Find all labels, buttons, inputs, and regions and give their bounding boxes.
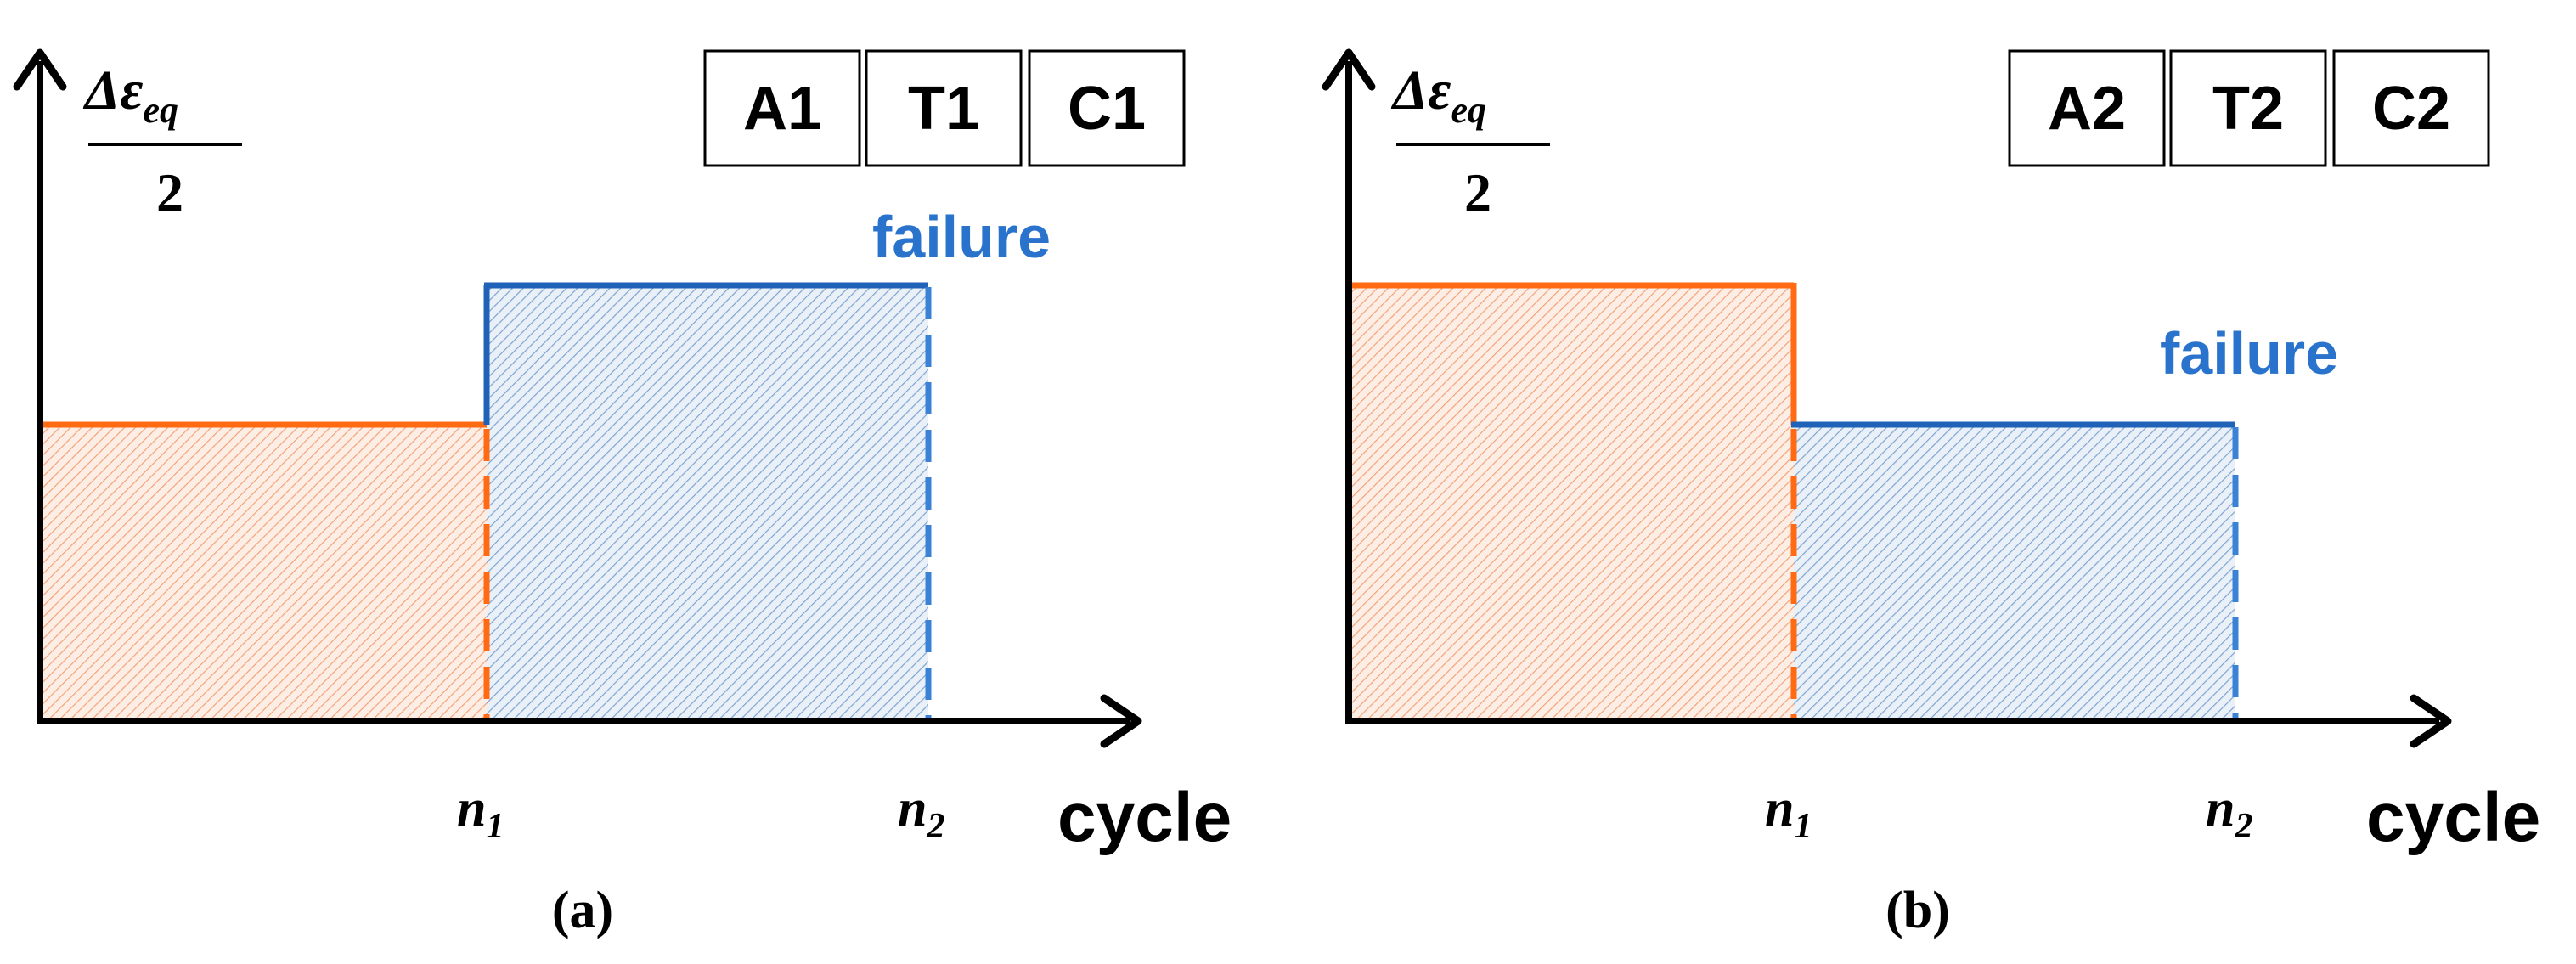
stage2-area xyxy=(1794,425,2235,721)
y-label-numerator: Δε xyxy=(82,59,143,121)
failure-label: failure xyxy=(2160,320,2338,386)
y-label-subscript: eq xyxy=(143,89,178,131)
x-axis-arrow xyxy=(1100,694,1142,748)
y-axis-arrow xyxy=(13,48,67,91)
tick-n2: n2 xyxy=(2206,780,2252,846)
y-label-subscript: eq xyxy=(1451,89,1486,131)
stage1-area xyxy=(1352,285,1794,721)
tag-box xyxy=(2332,49,2490,167)
panel-b: Δεeq 2 A2 T2 C2 failure n1 n2 cycle (b) xyxy=(1322,48,2540,939)
tag-box xyxy=(2008,49,2166,167)
tag-label: T2 xyxy=(2212,75,2284,143)
tag-box xyxy=(865,49,1023,167)
y-label-denominator: 2 xyxy=(1464,162,1491,223)
y-axis-label: Δεeq 2 xyxy=(1390,59,1550,223)
stage1-area xyxy=(42,425,487,721)
svg-text:Δεeq: Δεeq xyxy=(82,59,178,131)
tag-label: T1 xyxy=(908,75,979,143)
x-axis-arrow xyxy=(2410,694,2452,748)
y-axis-arrow xyxy=(1322,48,1376,91)
x-axis-label: cycle xyxy=(2366,779,2540,856)
tag-label: C1 xyxy=(1068,75,1146,143)
stage2-area xyxy=(487,285,928,721)
tick-n1: n1 xyxy=(1765,780,1812,846)
failure-label: failure xyxy=(872,204,1051,270)
tag-boxes: A1 T1 C1 xyxy=(703,49,1186,167)
tag-box xyxy=(2169,49,2327,167)
y-label-numerator: Δε xyxy=(1390,59,1451,121)
y-axis-label: Δεeq 2 xyxy=(82,59,242,223)
panel-a: Δεeq 2 A1 T1 C1 failure n1 n2 cycle (a) xyxy=(13,48,1232,939)
tag-box xyxy=(703,49,861,167)
tick-n1: n1 xyxy=(457,780,504,846)
tag-box xyxy=(1028,49,1186,167)
tick-n2: n2 xyxy=(898,780,944,846)
x-axis-label: cycle xyxy=(1057,779,1232,856)
y-label-denominator: 2 xyxy=(156,162,183,223)
panel-caption: (a) xyxy=(552,882,613,939)
tag-label: A2 xyxy=(2048,75,2126,143)
panel-caption: (b) xyxy=(1885,882,1950,939)
tag-label: A1 xyxy=(743,75,821,143)
tag-boxes: A2 T2 C2 xyxy=(2008,49,2490,167)
svg-text:Δεeq: Δεeq xyxy=(1390,59,1486,131)
tag-label: C2 xyxy=(2372,75,2450,143)
